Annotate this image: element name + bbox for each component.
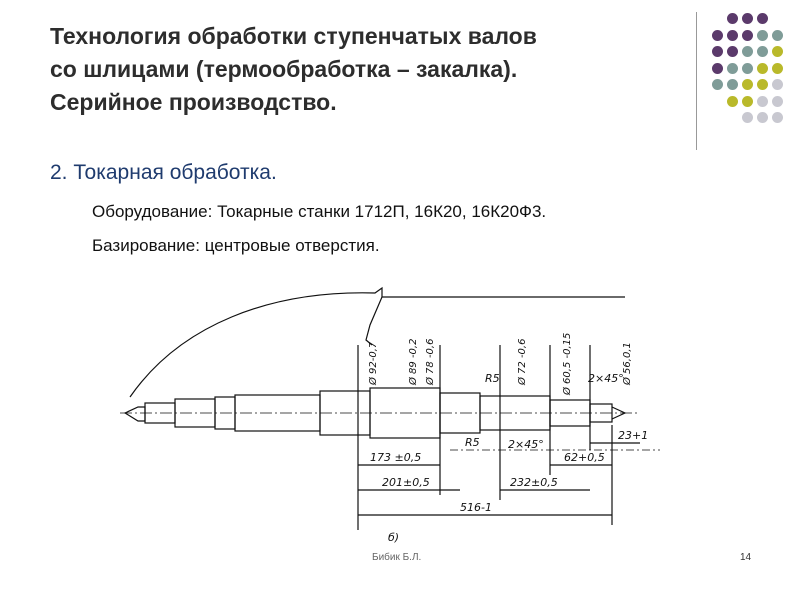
dim-23: 23+1 [618, 429, 648, 442]
decorative-dot [727, 62, 738, 74]
decorative-dot [772, 79, 783, 90]
decorative-dot [757, 62, 768, 74]
cutter-outline [365, 296, 383, 346]
label-chamfer-bottom: 2×45° [508, 438, 544, 451]
decorative-dot [727, 95, 738, 107]
title-line-2: со шлицами (термообработка – закалка). [50, 56, 518, 82]
decorative-dot [742, 13, 753, 24]
decorative-dot [712, 62, 723, 74]
footer-author: Бибик Б.Л. [372, 552, 422, 563]
decorative-dot [742, 29, 753, 41]
slide-title: Технология обработки ступенчатых валов с… [50, 20, 690, 119]
dim-d56: Ø 56,0,1 [621, 342, 633, 386]
decorative-dot [757, 95, 768, 107]
decorative-dot [742, 79, 753, 90]
title-line-1: Технология обработки ступенчатых валов [50, 23, 537, 49]
decorative-dot [727, 46, 738, 57]
dim-201: 201±0,5 [382, 476, 430, 489]
dim-173: 173 ±0,5 [370, 451, 421, 464]
equipment-line: Оборудование: Токарные станки 1712П, 16К… [92, 202, 547, 221]
chuck-arc [129, 286, 625, 398]
dim-d92: Ø 92-0,7 [367, 341, 379, 386]
decorative-dot [757, 29, 768, 41]
dim-232: 232±0,5 [510, 476, 558, 489]
dim-62: 62+0,5 [564, 451, 605, 464]
basing-line: Базирование: центровые отверстия. [92, 236, 380, 255]
label-r5-bottom: R5 [465, 436, 480, 449]
label-chamfer-top: 2×45° [588, 372, 624, 385]
decorative-dot [727, 29, 738, 41]
dim-d60: Ø 60,5 -0,15 [561, 333, 573, 396]
decorative-dot [772, 95, 783, 107]
dim-d78: Ø 78 -0,6 [424, 339, 436, 386]
decorative-dot [727, 79, 738, 90]
title-line-3: Серийное производство. [50, 89, 337, 115]
decorative-dot [742, 62, 753, 74]
dim-516: 516-1 [460, 501, 492, 514]
decorative-dot [772, 46, 783, 57]
decorative-dot [727, 13, 738, 24]
decorative-dot [742, 46, 753, 57]
decorative-dot [757, 112, 768, 123]
dim-d72: Ø 72 -0,6 [516, 339, 528, 386]
decorative-dot [757, 79, 768, 90]
label-variant-b: б) [388, 531, 399, 544]
section-heading: 2. Токарная обработка. [50, 161, 277, 184]
decorative-dot [772, 112, 783, 123]
decorative-dot-grid [712, 13, 792, 133]
title-divider [696, 12, 697, 150]
decorative-dot [712, 29, 723, 41]
decorative-dot [712, 46, 723, 57]
decorative-dot [772, 62, 783, 74]
decorative-dot [757, 13, 768, 24]
label-r5-top: R5 [485, 372, 500, 385]
page-number: 14 [740, 552, 752, 563]
shaft-drawing: Ø 92-0,7 Ø 89 -0,2 Ø 78 -0,6 Ø 72 -0,6 Ø… [120, 286, 660, 544]
decorative-dot [742, 112, 753, 123]
decorative-dot [712, 79, 723, 90]
dim-d89: Ø 89 -0,2 [407, 339, 419, 386]
left-center [123, 406, 146, 422]
decorative-dot [757, 46, 768, 57]
decorative-dot [742, 95, 753, 107]
decorative-dot [772, 29, 783, 41]
